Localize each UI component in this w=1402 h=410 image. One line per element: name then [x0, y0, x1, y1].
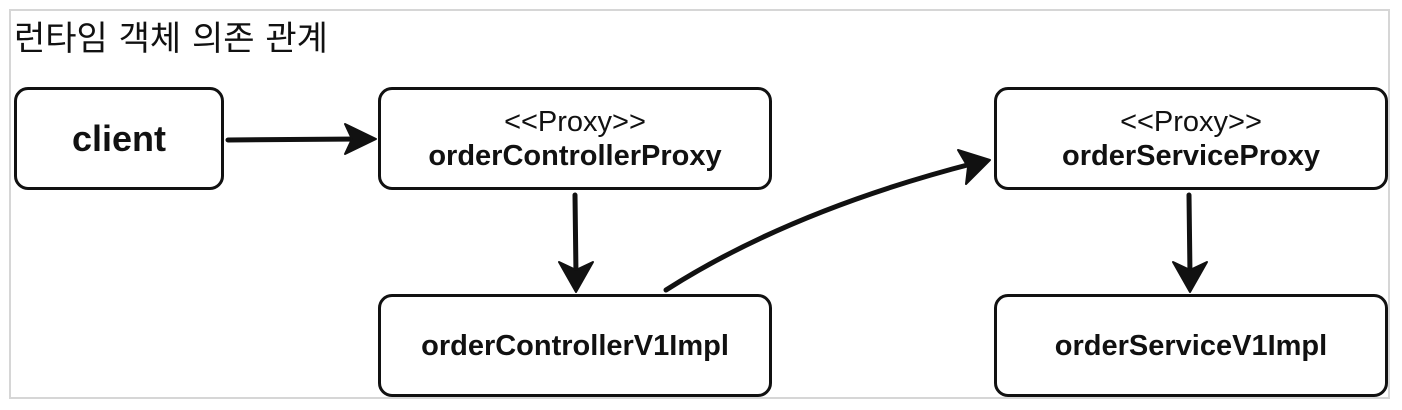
node-order-controller-impl: orderControllerV1Impl: [378, 294, 772, 397]
node-order-controller-proxy: <<Proxy>> orderControllerProxy: [378, 87, 772, 190]
diagram-title: 런타임 객체 의존 관계: [14, 19, 328, 59]
node-client-name: client: [71, 117, 167, 159]
node-order-service-proxy-stereotype: <<Proxy>>: [1120, 105, 1262, 138]
node-order-service-proxy-name: orderServiceProxy: [1062, 139, 1320, 172]
node-order-controller-impl-name: orderControllerV1Impl: [421, 329, 729, 362]
node-order-service-proxy: <<Proxy>> orderServiceProxy: [994, 87, 1388, 190]
node-client: client: [14, 87, 224, 190]
node-order-service-impl-name: orderServiceV1Impl: [1054, 329, 1328, 362]
node-order-controller-proxy-name: orderControllerProxy: [428, 139, 722, 172]
node-order-controller-proxy-stereotype: <<Proxy>>: [504, 105, 646, 138]
node-order-service-impl: orderServiceV1Impl: [994, 294, 1388, 397]
